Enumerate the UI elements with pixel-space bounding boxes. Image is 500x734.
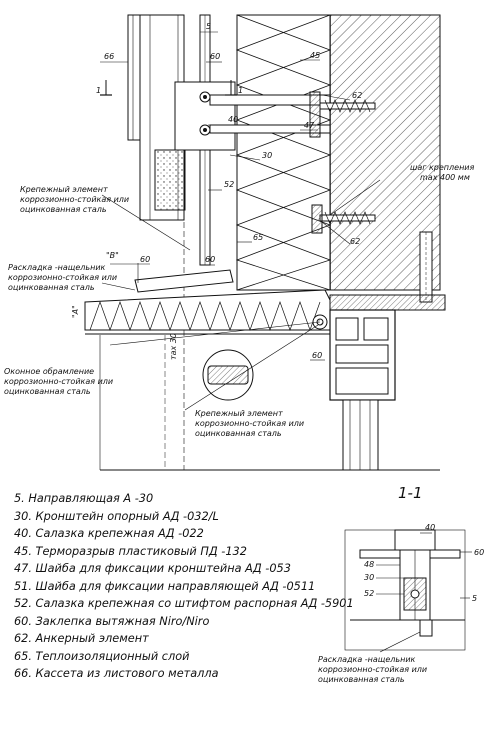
svg-text:коррозионно-стойкая или: коррозионно-стойкая или [8,273,117,282]
label-b: "B" [106,251,119,260]
window-frame [312,294,446,471]
section-label-48: 48 [364,560,374,569]
leader-lines [100,31,381,411]
svg-text:max 400 мм: max 400 мм [420,173,470,182]
svg-text:оцинкованная сталь: оцинкованная сталь [4,387,91,396]
legend-item: 45. Терморазрыв пластиковый ПД -132 [14,544,247,558]
callout-fastener-left: Крепежный элемент коррозионно-стойкая ил… [20,185,129,214]
legend-item: 52. Салазка крепежная со штифтом распорн… [14,597,354,610]
legend-item: 40. Салазка крепежная АД -022 [14,527,204,540]
svg-text:коррозионно-стойкая или: коррозионно-стойкая или [195,419,304,428]
section-1-1-drawing: 40 60 48 30 52 5 [344,523,484,653]
svg-text:коррозионно-стойкая или: коррозионно-стойкая или [4,377,113,386]
label-62-lower: 62 [350,237,360,246]
legend-item: 5. Направляющая А -30 [14,492,154,505]
svg-text:коррозионно-стойкая или: коррозионно-стойкая или [318,665,427,674]
support-bracket [174,81,331,151]
svg-text:Крепежный элемент: Крепежный элемент [195,409,283,418]
callout-fastening-step: шаг крепления max 400 мм [410,163,474,182]
label-52: 52 [224,180,234,189]
label-5: 5 [206,22,211,31]
label-65: 65 [253,233,263,242]
legend-item: 66. Кассета из листового металла [14,667,219,680]
section-label-60: 60 [474,548,484,557]
legend-item: 51. Шайба для фиксации направляющей АД -… [14,579,316,593]
section-label-5: 5 [472,594,477,603]
section-mark-left [100,80,112,96]
svg-text:оцинкованная сталь: оцинкованная сталь [195,429,282,438]
sill-flashing [84,269,331,335]
legend-item: 62. Анкерный элемент [14,632,149,645]
label-45: 45 [310,51,320,60]
label-62-upper: 62 [352,91,362,100]
detail-circle [202,349,254,401]
svg-text:Раскладка -нащельник: Раскладка -нащельник [318,655,416,664]
label-dimension: тах 30 [169,333,178,360]
anchor-upper [319,99,376,113]
svg-text:Раскладка -нащельник: Раскладка -нащельник [8,263,106,272]
section-label-30: 30 [364,573,374,582]
label-60-sill: 60 [140,255,150,264]
legend-list: 5. Направляющая А -30 30. Кронштейн опор… [14,490,359,683]
svg-text:оцинкованная сталь: оцинкованная сталь [8,283,95,292]
section-title: 1-1 [398,484,423,502]
label-section-1-left: 1 [96,86,101,95]
label-60-window: 60 [312,351,322,360]
svg-text:Оконное обрамление: Оконное обрамление [4,367,94,376]
label-60: 60 [210,52,220,61]
section-mark-right [225,80,237,96]
label-60-guide: 60 [205,255,215,264]
legend-item: 47. Шайба для фиксации кронштейна АД -05… [14,562,291,575]
legend-item: 60. Заклепка вытяжная Niro/Niro [14,614,210,628]
anchor-lower [311,204,376,234]
insulation-layer [235,14,332,291]
svg-text:шаг крепления: шаг крепления [410,163,474,172]
label-a: "A" [71,305,80,318]
callout-fastener-bottom: Крепежный элемент коррозионно-стойкая ил… [195,409,304,438]
legend-item: 30. Кронштейн опорный АД -032/L [14,509,219,523]
callout-flashing: Раскладка -нащельник коррозионно-стойкая… [8,263,117,292]
callout-flashing-section: Раскладка -нащельник коррозионно-стойкая… [318,655,427,684]
label-66: 66 [104,52,114,61]
svg-text:оцинкованная сталь: оцинкованная сталь [318,675,405,684]
section-label-40: 40 [425,523,435,532]
label-40: 40 [228,115,238,124]
label-30: 30 [262,151,272,160]
svg-text:Крепежный элемент: Крепежный элемент [20,185,108,194]
svg-text:оцинкованная сталь: оцинкованная сталь [20,205,107,214]
label-section-1-right: 1 [238,86,243,95]
label-47: 47 [304,121,315,130]
section-label-52: 52 [364,589,374,598]
wall-sleeve [419,231,433,303]
svg-text:коррозионно-стойкая или: коррозионно-стойкая или [20,195,129,204]
legend-item: 65. Теплоизоляционный слой [14,649,190,663]
callout-window-frame: Оконное обрамление коррозионно-стойкая и… [4,367,113,396]
